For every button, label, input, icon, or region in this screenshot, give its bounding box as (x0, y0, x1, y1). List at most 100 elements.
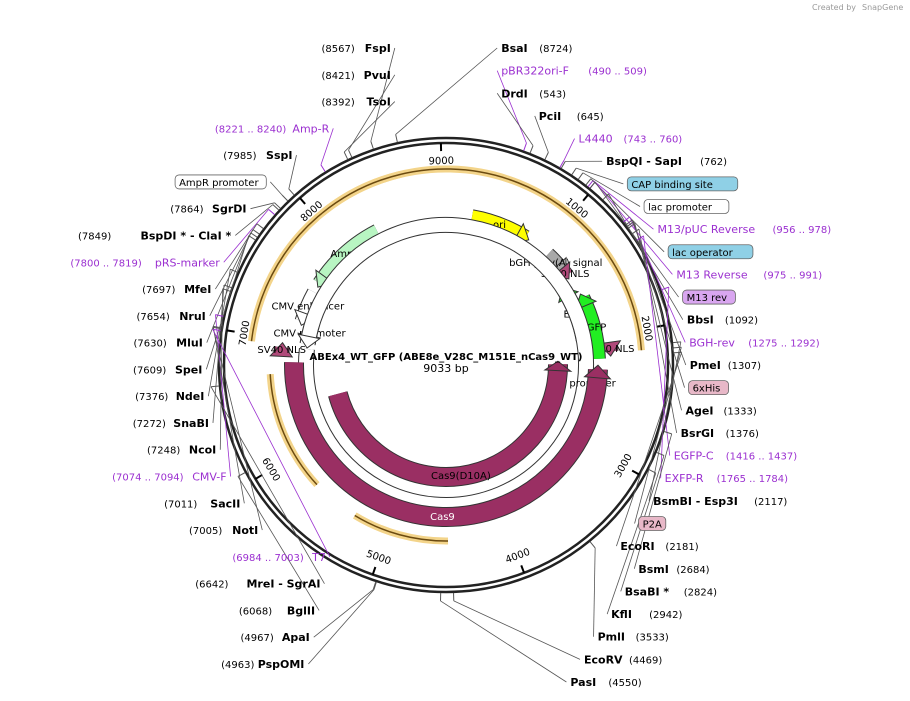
site-pos-pasi: (4550) (608, 678, 641, 689)
feature-tag-lac-promoter[interactable] (643, 199, 730, 214)
plasmid-name: ABEx4_WT_GFP (ABE8e_V28C_M151E_nCas9_WT) (310, 352, 583, 363)
site-name-bbsi[interactable]: BbsI (687, 314, 714, 327)
site-name-pspomi[interactable]: PspOMI (258, 658, 305, 671)
site-pos-mrei-sgrai: (6642) (195, 580, 228, 591)
site-name-bgh-rev[interactable]: BGH-rev (689, 336, 735, 349)
tick-1000 (582, 193, 590, 202)
site-name-bsai[interactable]: BsaI (501, 42, 527, 55)
feature-cas9-12[interactable] (285, 362, 607, 527)
leader-line-exfp-r-19 (660, 287, 670, 479)
leader-line-m13-reverse-10 (594, 181, 673, 275)
feature-tag-label-m13-rev: M13 rev (687, 293, 728, 304)
site-name-drdi[interactable]: DrdI (501, 87, 528, 100)
feature-label-sv40-nls-7: SV40 NLS (586, 344, 635, 355)
site-name-t7[interactable]: T7 (311, 551, 326, 564)
site-pos-fspi: (8567) (322, 44, 355, 55)
feature-t7-promoter-9[interactable] (299, 218, 593, 512)
leader-line-cmv-f-16 (215, 314, 231, 477)
site-name-m13-reverse[interactable]: M13 Reverse (676, 268, 747, 281)
site-name-ecorv[interactable]: EcoRV (584, 653, 623, 666)
site-pos-bspqi-sapi: (762) (700, 157, 727, 168)
site-name-snabi[interactable]: SnaBI (173, 417, 209, 430)
leader-stub-lac-promoter-7 (577, 172, 584, 180)
feature-label-egfp-8: EGFP (580, 323, 606, 334)
feature-cas9-d10a-11[interactable] (329, 364, 567, 486)
site-name-pbr322ori-f[interactable]: pBR322ori-F (501, 65, 569, 78)
site-name-ecori[interactable]: EcoRI (620, 540, 654, 553)
site-name-cmv-f[interactable]: CMV-F (192, 471, 226, 484)
leader-stub-pbr322ori-f-1 (523, 142, 527, 151)
site-name-fspi[interactable]: FspI (365, 42, 391, 55)
site-name-bglii[interactable]: BglII (287, 604, 315, 617)
site-name-mlui[interactable]: MluI (176, 337, 203, 350)
site-name-mrei-sgrai[interactable]: MreI - SgrAI (246, 578, 320, 591)
feature-tag-ampr-promoter[interactable] (174, 174, 267, 190)
feature-tag-label-ampr-promoter: AmpR promoter (179, 178, 259, 189)
tick-4000 (520, 564, 525, 574)
site-name-pmli[interactable]: PmlI (598, 631, 625, 644)
site-name-egfp-c[interactable]: EGFP-C (674, 450, 714, 463)
feature-tag-lac-operator[interactable] (667, 244, 754, 260)
site-pos-bsmi: (2684) (676, 565, 709, 576)
site-name-sspi[interactable]: SspI (266, 149, 292, 162)
site-pos-bgh-rev: (1275 .. 1292) (748, 338, 820, 349)
site-name-noti[interactable]: NotI (232, 524, 258, 537)
leader-line-bsrgi-17 (638, 229, 678, 434)
site-name-pvui[interactable]: PvuI (364, 69, 391, 82)
feature-arrowhead-t7-promoter-9 (297, 333, 321, 349)
site-pos-sspi: (7985) (223, 151, 256, 162)
site-name-kfli[interactable]: KflI (611, 608, 632, 621)
feature-tag-cap-binding-site[interactable] (626, 176, 739, 192)
leader-line-pmei-14 (631, 219, 687, 366)
site-name-prs-marker[interactable]: pRS-marker (155, 256, 220, 269)
tick-3000 (631, 469, 640, 476)
site-pos-nrui: (7654) (137, 312, 170, 323)
backbone-outer (217, 136, 675, 594)
site-name-bsabi[interactable]: BsaBI * (625, 585, 670, 598)
feature-tag-p2a[interactable] (638, 516, 667, 531)
leader-stub-bsai-0 (395, 134, 398, 143)
leader-stub-bsabi-24 (656, 451, 665, 456)
site-name-sacii[interactable]: SacII (210, 497, 240, 510)
site-name-m13-puc-reverse[interactable]: M13/pUC Reverse (657, 223, 755, 236)
site-name-exfp-r[interactable]: EXFP-R (665, 472, 704, 485)
feature-tag-m13-rev[interactable] (682, 289, 736, 305)
site-name-tsoi[interactable]: TsoI (367, 96, 391, 109)
site-name-bspqi-sapi[interactable]: BspQI - SapI (606, 155, 682, 168)
site-pos-prs-marker: (7800 .. 7819) (70, 258, 142, 269)
leader-line-apai-22 (313, 589, 374, 638)
feature-label-ori-0: ori (493, 220, 506, 231)
site-name-bspdi-clai[interactable]: BspDI * - ClaI * (141, 229, 232, 242)
site-name-pasi[interactable]: PasI (570, 676, 596, 689)
tick-label-4000: 4000 (504, 547, 532, 566)
site-name-ncoi[interactable]: NcoI (189, 444, 216, 457)
leader-stub-spei-12 (248, 235, 256, 241)
leader-line-bsai-0 (395, 47, 498, 135)
site-name-pcii[interactable]: PciI (539, 110, 561, 123)
site-pos-agei: (1333) (724, 406, 757, 417)
site-name-pmei[interactable]: PmeI (690, 359, 721, 372)
feature-label-cas9-12: Cas9 (430, 512, 455, 523)
site-name-bsmi[interactable]: BsmI (638, 563, 669, 576)
site-pos-ecori: (2181) (665, 542, 698, 553)
site-name-mfei[interactable]: MfeI (184, 283, 211, 296)
feature-tag-6xhis[interactable] (688, 380, 729, 396)
site-name-sgrdi[interactable]: SgrDI (212, 203, 246, 216)
site-name-ndei[interactable]: NdeI (176, 390, 205, 403)
site-name-l4440[interactable]: L4440 (579, 133, 613, 146)
site-name-agei[interactable]: AgeI (686, 404, 714, 417)
site-name-amp-r[interactable]: Amp-R (292, 122, 329, 135)
site-pos-amp-r: (8221 .. 8240) (215, 124, 287, 135)
tick-label-9000: 9000 (428, 156, 454, 168)
site-pos-pvui: (8421) (322, 71, 355, 82)
site-name-nrui[interactable]: NruI (179, 310, 206, 323)
leader-line-mlui-11 (206, 232, 251, 343)
site-name-bsmbi-esp3i[interactable]: BsmBI - Esp3I (653, 495, 738, 508)
feature-label-sv40-nls-10: SV40 NLS (257, 345, 306, 356)
site-name-apai[interactable]: ApaI (282, 631, 310, 644)
site-pos-mfei: (7697) (142, 285, 175, 296)
site-name-bsrgi[interactable]: BsrGI (681, 427, 714, 440)
site-name-spei[interactable]: SpeI (175, 363, 202, 376)
feature-label-cmv-enhancer-2: CMV enhancer (272, 302, 346, 313)
leader-stub-bsrgi-17 (632, 228, 640, 235)
